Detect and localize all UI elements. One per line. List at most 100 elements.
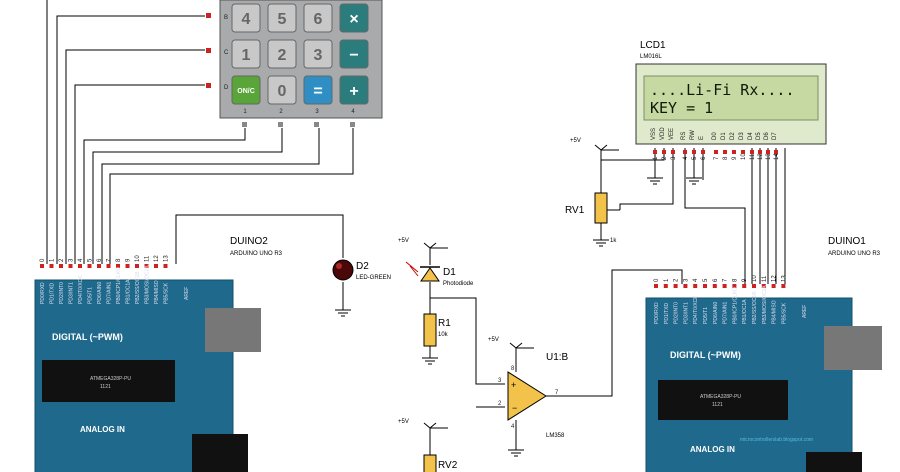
supply-terminals: +5V +5V +5V +5V	[398, 138, 619, 429]
u1-ref: U1:B	[546, 352, 569, 363]
lcd-pin-number: 13	[766, 153, 772, 160]
ground-r1	[422, 357, 438, 365]
keypad-key[interactable]	[339, 75, 369, 105]
lcd-pin-marker	[741, 150, 745, 154]
keypad-key[interactable]	[267, 75, 297, 105]
duino2-usb-connector	[205, 308, 261, 352]
keypad-row-pin	[206, 83, 211, 88]
duino1-pin-name: PD7/AIN1	[723, 302, 729, 324]
duino2-ref: DUINO2	[230, 236, 268, 247]
duino1-pin-number: 2	[674, 278, 680, 282]
lcd-pin-name: VDD	[660, 127, 666, 140]
duino1-pin-number: 9	[742, 278, 748, 282]
duino1-chip	[658, 380, 788, 420]
ground-symbols	[335, 177, 702, 457]
keypad-key[interactable]	[303, 39, 333, 69]
lcd-pin-number: 8	[723, 156, 729, 160]
duino1-power-jack	[806, 452, 862, 472]
duino1-pin-marker	[693, 284, 698, 288]
keypad-key[interactable]	[339, 39, 369, 69]
keypad-key-label: 3	[314, 47, 323, 64]
duino2-pin-number: 4	[78, 258, 84, 262]
keypad-col-pin	[350, 122, 355, 127]
keypad-key[interactable]	[231, 3, 261, 33]
duino1-pin-number: 0	[654, 278, 660, 282]
lcd-pin-number: 3	[671, 156, 677, 160]
duino2-model: ARDUINO UNO R3	[230, 251, 283, 257]
d2-ref: D2	[356, 261, 369, 272]
ground-opamp	[508, 449, 524, 457]
keypad-row-labels: BCD	[206, 13, 229, 91]
opamp-minus-sign: −	[512, 403, 517, 413]
lcd-pin-marker	[766, 150, 770, 154]
keypad-key[interactable]	[339, 3, 369, 33]
keypad-key[interactable]	[303, 75, 333, 105]
duino2-pin-marker	[163, 264, 168, 268]
lcd-pin-number: 5	[692, 156, 698, 160]
keypad-key[interactable]	[231, 39, 261, 69]
duino2-analog-label: ANALOG IN	[80, 425, 125, 434]
keypad-col-label: 4	[351, 109, 355, 115]
keypad-key[interactable]	[267, 3, 297, 33]
lcd-pin-marker	[692, 150, 696, 154]
d1-model: Photodiode	[443, 281, 474, 287]
duino1-ref: DUINO1	[828, 236, 866, 247]
duino1-pin-number: 4	[693, 278, 699, 282]
lcd-pin-labels: VSS1VDD2VEE3RS4RW5E6D07D18D29D310D411D51…	[651, 127, 780, 160]
keypad-key-label: 4	[242, 11, 251, 28]
duino1-pin-name: PB4/MISO	[772, 300, 778, 324]
lcd-pin-name: D6	[764, 132, 770, 140]
resistor-r1: R1 10k	[423, 313, 451, 347]
rv1-body	[594, 192, 608, 224]
duino2-pin-name: PB3/MOSI/OC2A	[145, 265, 151, 304]
duino2-chip	[42, 360, 175, 402]
duino1-pin-marker	[781, 284, 786, 288]
lcd-pin-number: 1	[653, 156, 659, 160]
duino2-pin-marker	[154, 264, 158, 268]
u1-model: LM358	[546, 433, 565, 439]
keypad-col-label: 2	[279, 109, 283, 115]
led-highlight	[336, 263, 342, 269]
ground-rv1	[593, 239, 609, 247]
supply-arrow-photodiode	[423, 242, 448, 249]
potentiometer-rv1: RV1 1k	[565, 192, 620, 244]
opamp-u1b: + − U1:B LM358 3 2 7 8 4	[498, 352, 569, 439]
keypad-key[interactable]	[267, 39, 297, 69]
keypad-col-pin	[242, 122, 247, 127]
duino2-pin-marker	[106, 264, 111, 268]
lcd-pin-marker	[750, 150, 754, 154]
lcd-pin-name: E	[699, 136, 705, 140]
lcd-pin-marker	[714, 150, 718, 154]
keypad-key[interactable]	[231, 75, 261, 105]
keypad-col-label: 3	[315, 109, 319, 115]
duino2-pin-number: 10	[135, 255, 141, 262]
lcd-pin-marker	[653, 150, 657, 154]
photodiode-d1: D1 Photodiode	[405, 261, 474, 287]
duino1-pin-number: 10	[752, 275, 758, 282]
photodiode-light-arrows	[405, 261, 419, 277]
duino1-pin-name: PD1/TXD	[664, 302, 670, 324]
keypad-key-label: 6	[314, 11, 323, 28]
lcd-pin-marker	[774, 150, 778, 154]
duino2-pin-marker	[49, 264, 54, 268]
duino1-pin-marker	[761, 284, 766, 288]
duino1-board: DUINO1 ARDUINO UNO R3 DIGITAL (~PWM) ATM…	[645, 236, 882, 472]
duino2-pin-number: 13	[164, 255, 170, 262]
duino2-pin-number: 6	[97, 258, 103, 262]
duino1-pin-marker	[654, 284, 658, 288]
duino1-pin-name: PB3/MOSI/OC2A	[762, 285, 768, 324]
photodiode-symbol	[420, 267, 440, 282]
keypad-col-pin	[278, 122, 283, 127]
r1-value: 10k	[438, 332, 449, 338]
duino2-pin-name: PD0/RXD	[40, 282, 46, 304]
duino1-analog-label: ANALOG IN	[690, 445, 735, 454]
duino2-chip-sub: 1121	[100, 384, 111, 390]
duino1-pin-number: 3	[683, 278, 689, 282]
duino2-pin-marker	[40, 264, 44, 268]
keypad-key[interactable]	[303, 3, 333, 33]
duino2-pin-name: PB0/ICP1/CLKO	[116, 267, 122, 304]
lcd-pin-number: 11	[750, 153, 756, 160]
duino2-pin-number: 9	[126, 258, 132, 262]
lcd-pin-name: D7	[772, 132, 778, 140]
lcd-pin-name: VEE	[669, 128, 675, 140]
